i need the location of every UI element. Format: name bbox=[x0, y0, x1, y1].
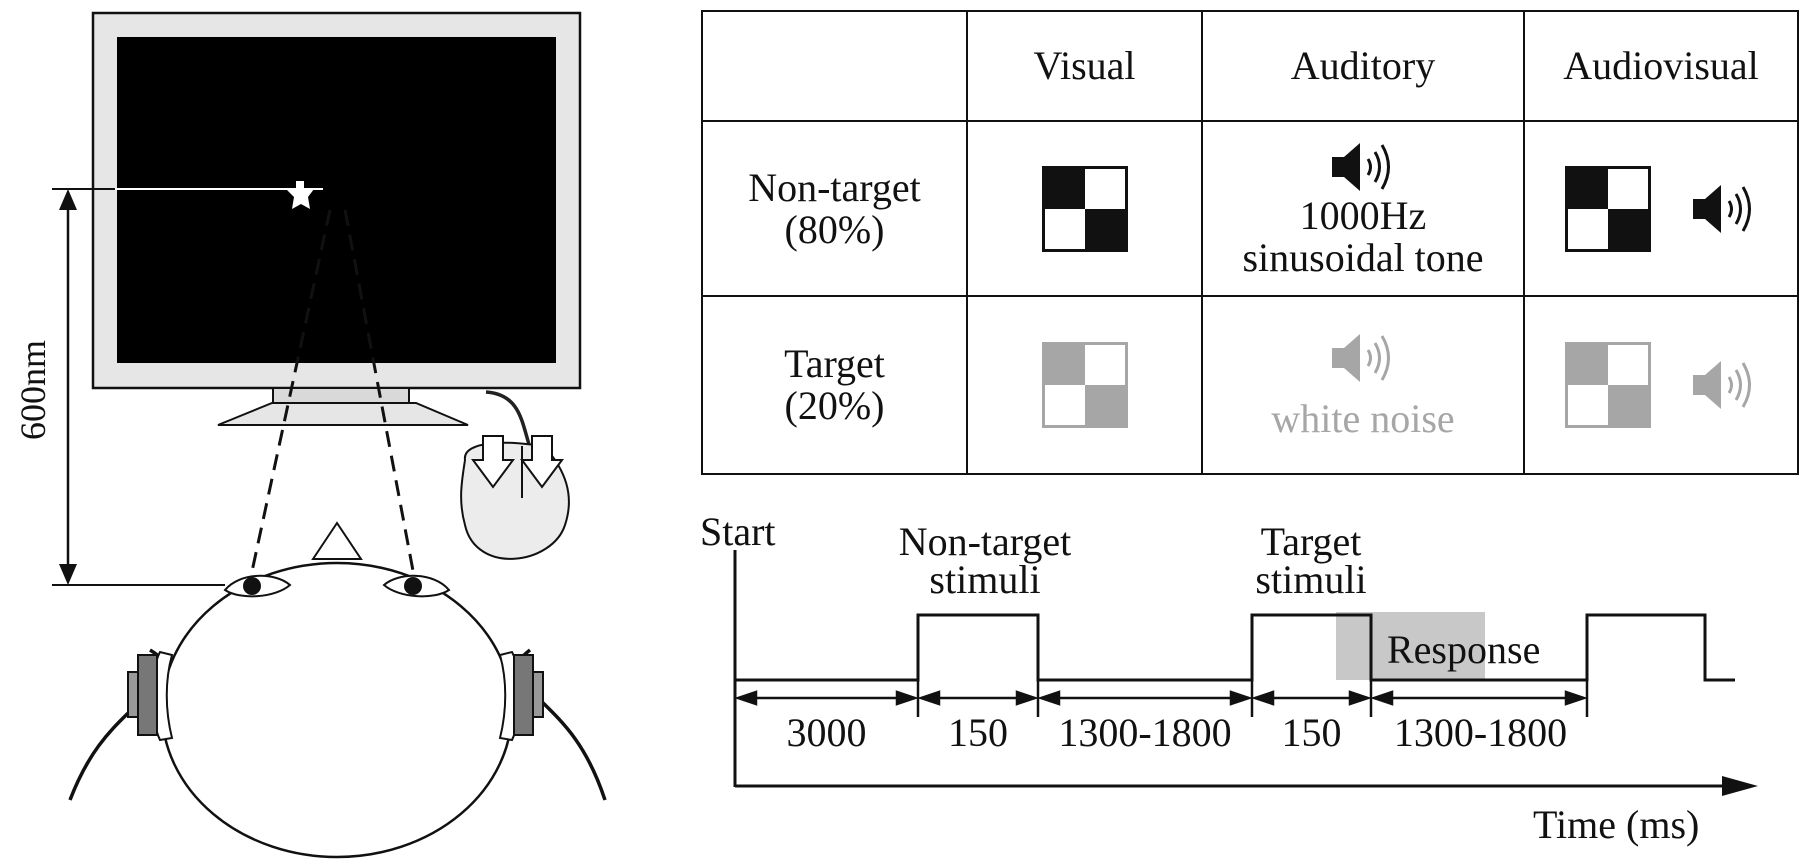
row-label-target: Target (20%) bbox=[701, 295, 968, 475]
visual-nontarget-cell bbox=[966, 120, 1203, 297]
stimulus-table: Visual Auditory Audiovisual Non-target (… bbox=[701, 10, 1799, 475]
target-label-line2: stimuli bbox=[1255, 557, 1367, 602]
tone-label-line1: 1000Hz bbox=[1299, 192, 1427, 238]
time-axis-label: Time (ms) bbox=[1533, 802, 1700, 847]
speaker-icon bbox=[1693, 361, 1751, 409]
checkerboard-icon bbox=[1565, 342, 1651, 428]
headphones bbox=[127, 650, 544, 742]
header-auditory: Auditory bbox=[1201, 10, 1525, 122]
nontarget-label-line2: stimuli bbox=[929, 557, 1041, 602]
target-label-line1: Target bbox=[1260, 519, 1362, 564]
viewing-distance-indicator: 600nm bbox=[13, 188, 323, 586]
noise-label: white noise bbox=[1271, 396, 1455, 441]
row-label-line1: Non-target bbox=[748, 164, 921, 210]
start-label: Start bbox=[700, 509, 776, 554]
auditory-nontarget-cell: 1000Hz sinusoidal tone bbox=[1201, 120, 1525, 297]
nontarget-stimuli-label: Non-target stimuli bbox=[885, 519, 1085, 602]
row-label-line1: Target bbox=[784, 341, 885, 386]
speaker-icon bbox=[1332, 334, 1390, 382]
audiovisual-nontarget-cell bbox=[1523, 120, 1799, 297]
checkerboard-icon bbox=[1565, 165, 1651, 252]
auditory-target-cell: white noise bbox=[1201, 295, 1525, 475]
stimulus-trace bbox=[735, 613, 1735, 682]
response-mouse bbox=[460, 390, 570, 560]
row-label-line2: (80%) bbox=[784, 206, 885, 252]
gaze-lines bbox=[249, 209, 416, 577]
audiovisual-target-cell bbox=[1523, 295, 1799, 475]
interval-label: 3000 bbox=[786, 710, 867, 755]
target-stimuli-label: Target stimuli bbox=[1221, 519, 1401, 602]
table-header-row: Visual Auditory Audiovisual bbox=[701, 10, 1799, 122]
interval-arrows bbox=[734, 690, 1588, 706]
time-axis-arrowhead bbox=[1722, 776, 1758, 796]
header-audiovisual: Audiovisual bbox=[1523, 10, 1799, 122]
interval-label: 150 bbox=[948, 710, 1008, 755]
visual-target-cell bbox=[966, 295, 1203, 475]
monitor bbox=[91, 11, 582, 426]
header-blank bbox=[701, 10, 968, 122]
checkerboard-icon bbox=[1041, 342, 1128, 428]
response-label: Response bbox=[1387, 627, 1541, 672]
speaker-icon bbox=[1693, 184, 1751, 233]
experiment-setup-illustration: 600nm bbox=[13, 11, 607, 859]
interval-label: 1300-1800 bbox=[1393, 710, 1568, 755]
checkerboard-icon bbox=[1041, 165, 1128, 252]
nontarget-label-line1: Non-target bbox=[898, 519, 1072, 564]
interval-label: 1300-1800 bbox=[1058, 710, 1232, 755]
distance-label: 600nm bbox=[13, 340, 53, 440]
interval-label: 150 bbox=[1281, 710, 1342, 755]
table-row: Non-target (80%) 1000Hz bbox=[701, 120, 1799, 297]
tone-label-line2: sinusoidal tone bbox=[1242, 234, 1484, 280]
table-row: Target (20%) white nois bbox=[701, 295, 1799, 475]
row-label-line2: (20%) bbox=[784, 383, 885, 428]
row-label-nontarget: Non-target (80%) bbox=[701, 120, 968, 297]
header-visual: Visual bbox=[966, 10, 1203, 122]
speaker-icon bbox=[1332, 142, 1390, 191]
